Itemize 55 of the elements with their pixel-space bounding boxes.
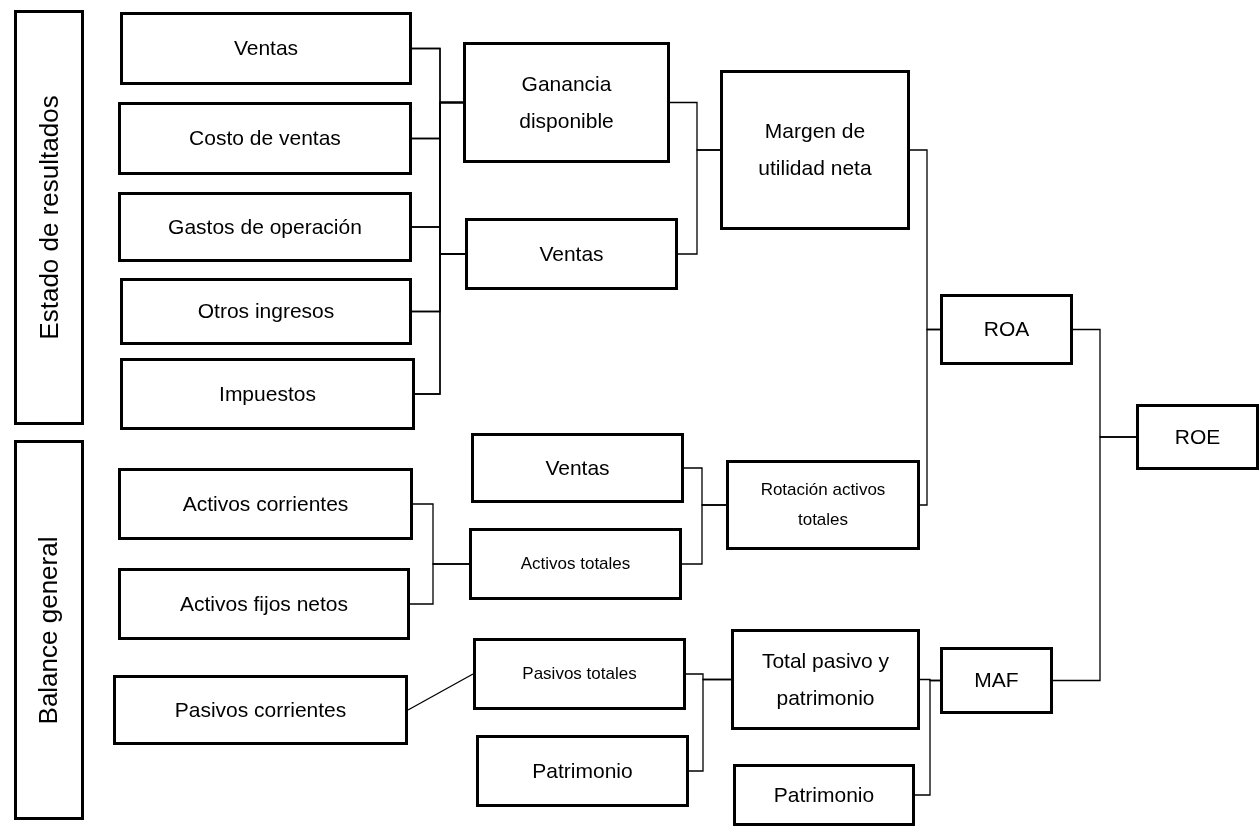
box-label: ROE bbox=[1173, 423, 1222, 450]
process-box bbox=[476, 735, 689, 807]
process-box bbox=[473, 638, 686, 710]
connector-line bbox=[1052, 436, 1137, 682]
box-label: Ventas bbox=[544, 454, 611, 481]
process-box bbox=[120, 12, 412, 85]
connector-line bbox=[409, 563, 470, 605]
process-box bbox=[120, 278, 412, 345]
box-label: Ganancia disponible bbox=[518, 70, 615, 134]
box-label: Gastos de operación bbox=[167, 213, 363, 240]
connector-line bbox=[681, 504, 727, 565]
box-label: Ventas bbox=[538, 240, 605, 267]
box-label: Impuestos bbox=[218, 380, 317, 407]
box-label: Margen de utilidad neta bbox=[757, 118, 873, 181]
section-title: Balance general bbox=[32, 536, 65, 724]
section-band bbox=[14, 10, 84, 425]
process-box bbox=[113, 675, 408, 745]
section-band bbox=[14, 440, 84, 820]
process-box bbox=[465, 218, 678, 290]
box-label: MAF bbox=[973, 667, 1020, 694]
process-box bbox=[469, 528, 682, 600]
box-label: Patrimonio bbox=[531, 757, 634, 784]
process-box bbox=[120, 358, 415, 430]
box-label: Activos corrientes bbox=[181, 490, 350, 517]
process-box bbox=[118, 468, 413, 540]
box-label: Costo de ventas bbox=[188, 125, 342, 152]
process-box bbox=[940, 294, 1073, 365]
process-box bbox=[1136, 404, 1259, 470]
process-box bbox=[471, 433, 684, 503]
box-label: Total pasivo y patrimonio bbox=[760, 647, 891, 711]
connector-line bbox=[688, 678, 732, 772]
box-label: Pasivos corrientes bbox=[173, 696, 348, 723]
box-label: ROA bbox=[982, 316, 1031, 343]
process-box bbox=[118, 192, 412, 262]
box-label: Otros ingresos bbox=[196, 298, 336, 325]
box-label: Patrimonio bbox=[772, 781, 876, 808]
connector-line bbox=[407, 673, 474, 711]
process-box bbox=[720, 70, 910, 230]
process-box bbox=[733, 764, 915, 826]
section-title: Estado de resultados bbox=[32, 95, 65, 340]
box-label: Pasivos totales bbox=[521, 663, 638, 686]
box-label: Ventas bbox=[232, 35, 300, 62]
process-box bbox=[118, 568, 410, 640]
process-box bbox=[726, 460, 920, 550]
process-box bbox=[940, 647, 1053, 714]
box-label: Activos totales bbox=[519, 553, 632, 576]
box-label: Rotación activos totales bbox=[759, 479, 887, 531]
connector-line bbox=[414, 253, 466, 395]
process-box bbox=[118, 102, 412, 175]
connector-line bbox=[677, 149, 721, 255]
box-label: Activos fijos netos bbox=[178, 590, 350, 617]
process-box bbox=[731, 629, 920, 730]
connector-line bbox=[919, 328, 941, 506]
connector-line bbox=[914, 679, 941, 796]
process-box bbox=[463, 42, 670, 163]
